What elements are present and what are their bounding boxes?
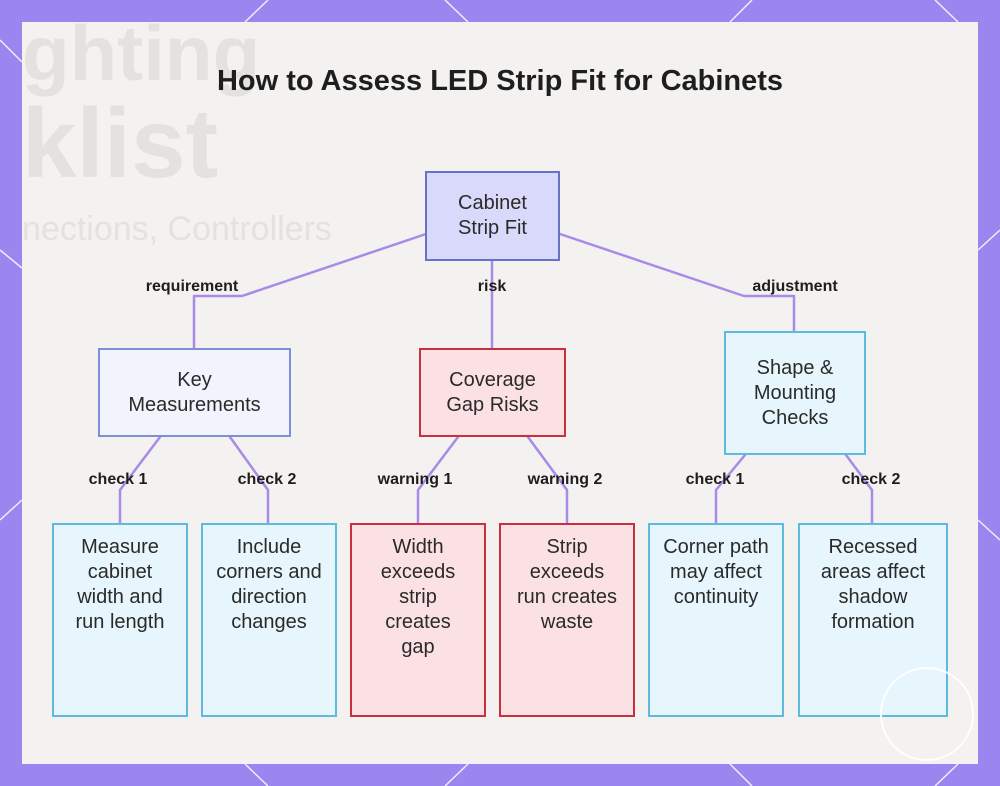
background-text-2: klist: [22, 88, 219, 198]
node-corner-path[interactable]: Corner path may affect continuity: [648, 523, 784, 717]
node-label: Strip exceeds run creates waste: [516, 536, 618, 633]
node-label: Shape & Mounting Checks: [753, 356, 837, 429]
edge-label-km-check2: check 2: [237, 471, 297, 488]
node-label: Corner path may affect continuity: [663, 536, 769, 608]
edge-label-km-check1: check 1: [88, 471, 148, 488]
node-label: Width exceeds strip creates gap: [380, 536, 456, 658]
edge-cg-warning1: [416, 435, 460, 525]
node-label: Cabinet Strip Fit: [458, 192, 527, 239]
background-text-1: ghting: [22, 22, 261, 97]
node-label: Key Measurements: [128, 368, 261, 416]
edge-label-cg-warning2: warning 2: [527, 471, 603, 488]
node-strip-exceeds[interactable]: Strip exceeds run creates waste: [499, 523, 635, 717]
edge-label-risk: risk: [477, 278, 507, 295]
edge-km-check2: [228, 435, 270, 525]
edge-label-sm-check1: check 1: [685, 471, 745, 488]
edge-sm-check1: [714, 453, 747, 525]
node-include-corners[interactable]: Include corners and direction changes: [201, 523, 337, 717]
edge-label-sm-check2: check 2: [841, 471, 901, 488]
node-label: Coverage Gap Risks: [446, 368, 539, 416]
watermark-logo-icon: [880, 667, 974, 761]
node-coverage-gap-risks[interactable]: Coverage Gap Risks: [419, 348, 566, 437]
edge-km-check1: [118, 435, 162, 525]
node-shape-mounting-checks[interactable]: Shape & Mounting Checks: [724, 331, 866, 455]
node-cabinet-strip-fit[interactable]: Cabinet Strip Fit: [425, 171, 560, 261]
edge-adjustment: [558, 232, 796, 333]
background-text-3: nections, Controllers: [22, 210, 332, 248]
node-recessed-areas[interactable]: Recessed areas affect shadow formation: [798, 523, 948, 717]
edge-label-cg-warning1: warning 1: [377, 471, 453, 488]
node-label: Recessed areas affect shadow formation: [820, 536, 926, 633]
node-label: Include corners and direction changes: [216, 536, 322, 633]
node-key-measurements[interactable]: Key Measurements: [98, 348, 291, 437]
node-measure-cabinet[interactable]: Measure cabinet width and run length: [52, 523, 188, 717]
node-label: Measure cabinet width and run length: [75, 536, 165, 633]
edge-sm-check2: [844, 453, 874, 525]
edge-requirement: [192, 232, 428, 350]
edge-label-requirement: requirement: [145, 278, 239, 295]
edge-cg-warning2: [526, 435, 569, 525]
diagram-title: How to Assess LED Strip Fit for Cabinets: [216, 65, 784, 97]
edge-label-adjustment: adjustment: [752, 278, 838, 295]
node-width-exceeds[interactable]: Width exceeds strip creates gap: [350, 523, 486, 717]
